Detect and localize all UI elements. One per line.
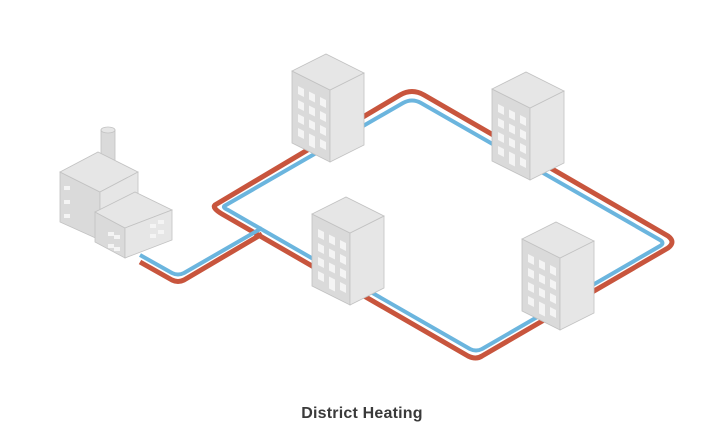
- window: [498, 104, 504, 115]
- window: [298, 128, 304, 139]
- building-icon-right: [521, 221, 595, 331]
- window: [150, 234, 156, 238]
- window: [528, 296, 534, 307]
- door: [309, 133, 315, 149]
- window: [108, 232, 114, 236]
- window: [539, 259, 545, 271]
- window: [340, 240, 346, 251]
- window: [340, 282, 346, 293]
- window: [298, 100, 304, 111]
- diagram-caption: District Heating: [301, 405, 423, 422]
- window: [528, 254, 534, 265]
- window: [539, 287, 545, 299]
- window: [520, 115, 526, 126]
- window: [158, 230, 164, 234]
- window: [150, 224, 156, 228]
- window: [298, 114, 304, 125]
- return-pipe-feeder: [139, 226, 263, 277]
- building-icon-center: [311, 196, 385, 306]
- building-icon-top-right: [491, 71, 565, 181]
- door: [509, 151, 515, 167]
- building-icon-top-left: [291, 53, 365, 163]
- window: [329, 234, 335, 246]
- window: [520, 129, 526, 140]
- return-pipe-loop: [221, 98, 665, 353]
- window: [309, 91, 315, 103]
- window: [498, 118, 504, 129]
- window: [329, 248, 335, 260]
- window: [158, 220, 164, 224]
- window: [520, 143, 526, 154]
- window: [298, 86, 304, 97]
- window: [320, 111, 326, 122]
- window: [340, 254, 346, 265]
- window: [64, 200, 70, 204]
- window: [528, 282, 534, 293]
- window: [539, 273, 545, 285]
- window: [509, 109, 515, 121]
- window: [320, 139, 326, 150]
- window: [309, 119, 315, 131]
- window: [550, 293, 556, 304]
- window: [64, 186, 70, 190]
- window: [309, 105, 315, 117]
- door: [539, 301, 545, 317]
- window: [498, 132, 504, 143]
- window: [108, 244, 114, 248]
- window: [318, 257, 324, 268]
- window: [64, 214, 70, 218]
- window: [318, 229, 324, 240]
- window: [509, 123, 515, 135]
- window: [318, 243, 324, 254]
- window: [550, 265, 556, 276]
- door: [329, 276, 335, 292]
- window: [329, 262, 335, 274]
- supply-pipe-feeder: [138, 231, 264, 284]
- window: [550, 307, 556, 318]
- window: [550, 279, 556, 290]
- window: [498, 146, 504, 157]
- window: [340, 268, 346, 279]
- window: [509, 137, 515, 149]
- window: [528, 268, 534, 279]
- window: [320, 125, 326, 136]
- window: [520, 157, 526, 168]
- window: [320, 97, 326, 108]
- pipe-network: [138, 89, 675, 361]
- heating-plant-icon: [59, 126, 174, 259]
- supply-pipe-loop: [211, 89, 675, 361]
- window: [114, 247, 120, 251]
- window: [318, 271, 324, 282]
- window: [114, 235, 120, 239]
- buildings: [291, 53, 595, 331]
